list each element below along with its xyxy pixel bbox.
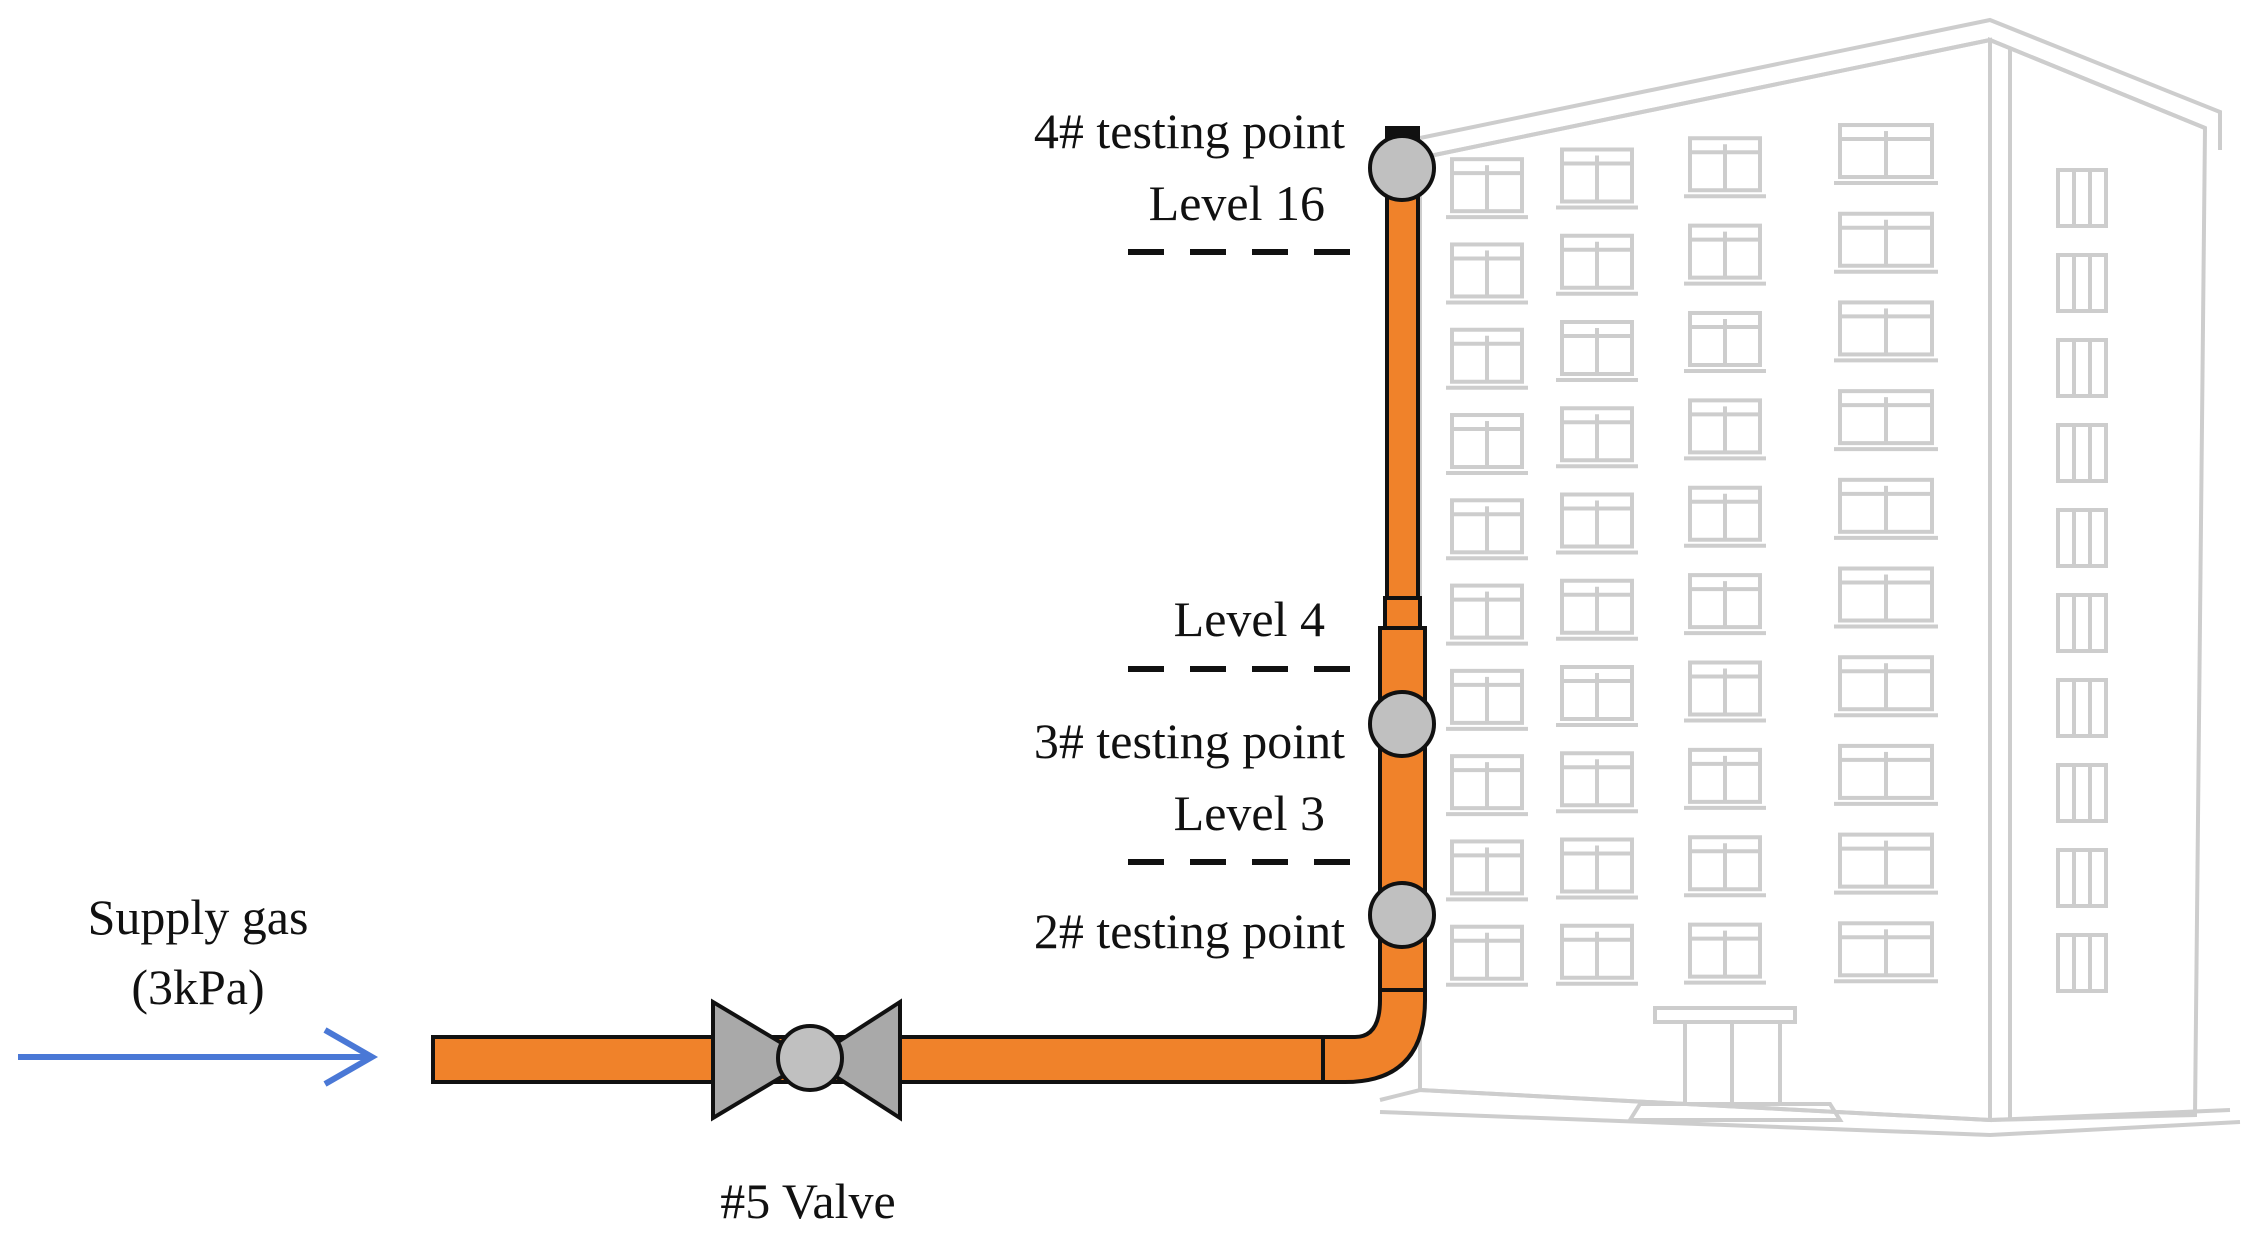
- valve-hub: [776, 1024, 844, 1092]
- building-side-facade: [1988, 37, 2208, 1123]
- building-window: [1684, 485, 1766, 548]
- testing-point-2-fitting: [1368, 881, 1436, 949]
- building-window: [1684, 660, 1766, 723]
- building-window: [1446, 924, 1528, 987]
- building-window: [1834, 300, 1938, 363]
- building-side-window: [2056, 338, 2108, 398]
- testing-point-3-fitting: [1368, 690, 1436, 758]
- level-16-label: Level 16: [1149, 175, 1325, 231]
- building-base-step: [1379, 1110, 2241, 1138]
- building-window: [1556, 492, 1638, 555]
- building-window: [1446, 839, 1528, 902]
- building-window: [1684, 136, 1766, 199]
- building-canopy: [1653, 1006, 1797, 1024]
- building-window: [1556, 923, 1638, 986]
- pipe-reducer: [1383, 596, 1422, 630]
- building-side-window: [2056, 763, 2108, 823]
- valve-right-wedge: [806, 998, 902, 1122]
- building-window: [1834, 389, 1938, 452]
- building-window: [1834, 477, 1938, 540]
- building-side-window: [2056, 933, 2108, 993]
- building-window: [1446, 413, 1528, 476]
- building-window: [1446, 583, 1528, 646]
- building-steps: [1626, 1102, 1844, 1122]
- building-window: [1684, 310, 1766, 373]
- valve-5: [711, 998, 902, 1122]
- building-window: [1556, 665, 1638, 728]
- building-windows: [1446, 123, 2108, 993]
- building-side-window: [2056, 848, 2108, 908]
- building-window: [1684, 747, 1766, 810]
- building-window: [1834, 123, 1938, 186]
- testing-point-4-label: 4# testing point: [1034, 103, 1345, 159]
- building-window: [1556, 837, 1638, 900]
- building-side-window: [2056, 593, 2108, 653]
- building-window: [1446, 157, 1528, 220]
- supply-pressure-label: (3kPa): [131, 959, 264, 1015]
- building-window: [1684, 398, 1766, 461]
- building-window: [1446, 498, 1528, 561]
- building-window: [1834, 566, 1938, 629]
- building-side-window: [2056, 168, 2108, 228]
- building-front-facade: [1418, 37, 1992, 1123]
- supply-arrow: [18, 1027, 379, 1087]
- building-side-window: [2056, 678, 2108, 738]
- building-window: [1834, 832, 1938, 895]
- building-illustration: [1379, 17, 2241, 1138]
- building-window: [1446, 668, 1528, 731]
- building-window: [1446, 327, 1528, 390]
- building-window: [1684, 223, 1766, 286]
- building-window: [1834, 211, 1938, 274]
- testing-point-2-label: 2# testing point: [1034, 903, 1345, 959]
- valve-label: #5 Valve: [720, 1173, 895, 1229]
- supply-arrow-head: [323, 1027, 379, 1087]
- building-window: [1834, 655, 1938, 718]
- building-window: [1556, 147, 1638, 210]
- testing-point-3-label: 3# testing point: [1034, 713, 1345, 769]
- building-side-window: [2056, 253, 2108, 313]
- building-window: [1556, 233, 1638, 296]
- building-window: [1556, 406, 1638, 469]
- building-window: [1834, 921, 1938, 984]
- building-window: [1684, 835, 1766, 898]
- valve-left-wedge: [711, 998, 814, 1122]
- building-window: [1556, 578, 1638, 641]
- level-3-label: Level 3: [1174, 785, 1325, 841]
- level-4-label: Level 4: [1174, 591, 1325, 647]
- building-window: [1834, 743, 1938, 806]
- building-window: [1684, 922, 1766, 985]
- building-side-window: [2056, 423, 2108, 483]
- building-window: [1446, 242, 1528, 305]
- building-window: [1556, 751, 1638, 814]
- building-window: [1446, 754, 1528, 817]
- building-window: [1684, 573, 1766, 636]
- building-roof: [1419, 17, 2222, 150]
- building-side-window: [2056, 508, 2108, 568]
- testing-point-4-fitting: [1368, 134, 1436, 202]
- building-window: [1556, 320, 1638, 383]
- supply-gas-label: Supply gas: [88, 889, 309, 945]
- pipe-riser-upper: [1385, 128, 1420, 600]
- pipe-elbow: [1321, 988, 1427, 1084]
